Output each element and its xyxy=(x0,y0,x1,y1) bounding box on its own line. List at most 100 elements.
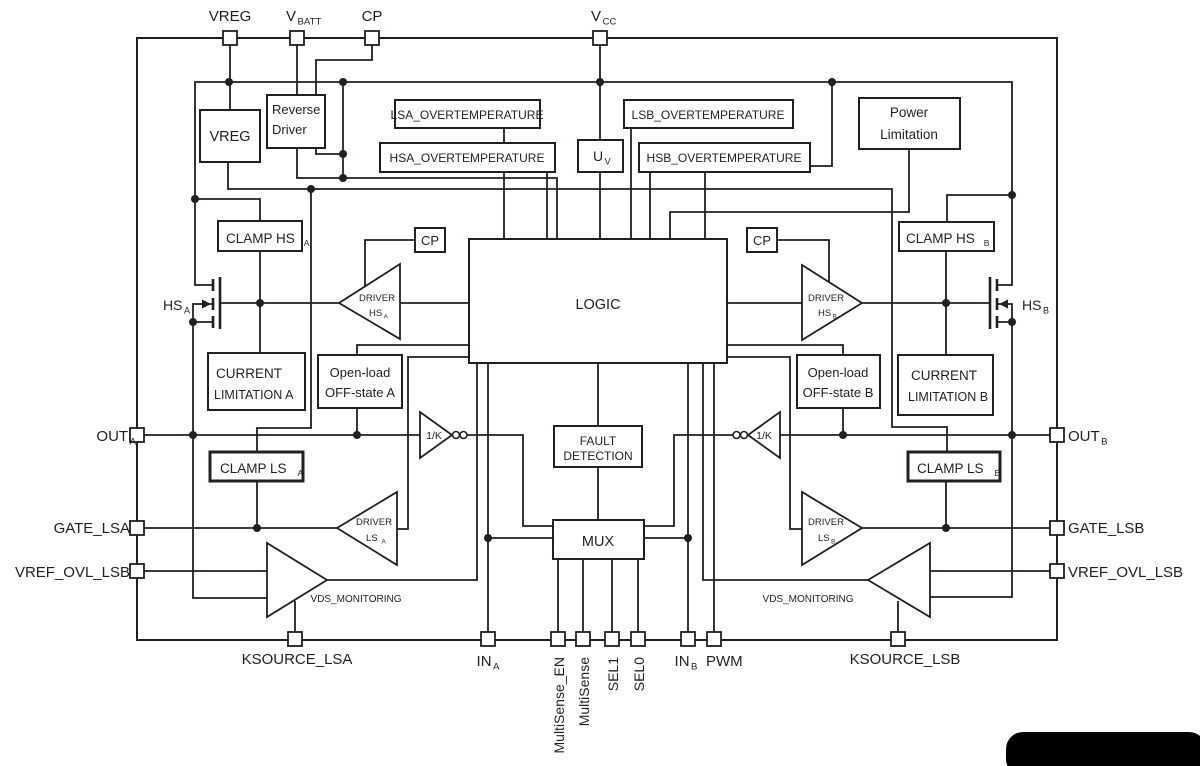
pin-sel1 xyxy=(604,631,620,647)
wire-1k-a-output xyxy=(467,434,553,527)
block-label-logic: LOGIC xyxy=(575,297,620,313)
junction-dot-9 xyxy=(256,299,264,307)
junction-dot-19 xyxy=(484,534,492,542)
wire-driver-ls-a-input xyxy=(397,356,469,530)
mux-block xyxy=(552,519,645,560)
wire-cp-pin xyxy=(315,45,373,155)
junction-dot-0 xyxy=(225,78,233,86)
block-label-open-load-a-1: Open-load xyxy=(330,365,391,380)
junction-dot-11 xyxy=(189,318,197,326)
junction-dot-7 xyxy=(1008,191,1016,199)
pin-multisense-en xyxy=(550,631,566,647)
pin-gate-lsb xyxy=(1049,520,1065,536)
pin-in-a xyxy=(480,631,496,647)
block-label-lsa-overtemperature: LSA_OVERTEMPERATURE xyxy=(391,108,544,122)
block-label-reverse-driver-1: Reverse xyxy=(272,102,320,117)
open-load-b-block xyxy=(796,354,881,409)
fault-detection-block xyxy=(553,425,643,468)
cp-a-block xyxy=(414,227,446,253)
wire-driver-ls-b-input xyxy=(727,356,802,530)
block-label-open-load-a-2: OFF-state A xyxy=(325,385,395,400)
current-limitation-b-block xyxy=(897,354,994,416)
junction-dot-3 xyxy=(828,78,836,86)
junction-dot-18 xyxy=(942,524,950,532)
1k-b-bubble-2 xyxy=(732,430,741,440)
clamp-ls-a-block xyxy=(208,450,305,483)
pin-ksource-lsb xyxy=(890,631,906,647)
pin-vref-ovl-lsb-left xyxy=(129,563,145,579)
block-label-power-limitation-1: Power xyxy=(890,105,929,120)
current-mirror-1k-a xyxy=(419,410,454,460)
junction-dot-17 xyxy=(253,524,261,532)
vds-monitoring-a-amp xyxy=(266,541,329,619)
current-limitation-a-block xyxy=(207,352,306,411)
pin-pwm xyxy=(706,631,722,647)
pin-label-ksource-lsa: KSOURCE_LSA xyxy=(242,651,353,668)
junction-dot-14 xyxy=(353,431,361,439)
1k-a-bubble-2 xyxy=(459,430,468,440)
block-label-lsb-overtemperature: LSB_OVERTEMPERATURE xyxy=(632,108,785,122)
block-label-hsb-overtemperature: HSB_OVERTEMPERATURE xyxy=(647,151,802,165)
amp-label-vds-monitoring-a: VDS_MONITORING xyxy=(311,594,402,605)
vreg-block xyxy=(199,109,261,163)
pin-vcc xyxy=(592,30,608,46)
driver-ls-b-amp xyxy=(801,490,864,567)
wire-power-limitation-bus xyxy=(669,149,910,239)
wire-vds-b-output xyxy=(702,363,868,581)
block-label-current-limitation-a-1: CURRENT xyxy=(216,366,282,381)
lsb-overtemperature-block xyxy=(623,99,794,129)
mosfet-hs-b-body-arrow xyxy=(999,299,1008,309)
wire-vbatt-rail xyxy=(194,81,1013,286)
block-label-open-load-b-2: OFF-state B xyxy=(803,385,874,400)
clamp-hs-b-block xyxy=(898,221,995,252)
block-label-current-limitation-b-2: LIMITATION B xyxy=(908,390,988,404)
1k-a-bubble-1 xyxy=(451,430,461,440)
junction-dot-5 xyxy=(339,174,347,182)
junction-dot-16 xyxy=(1008,431,1016,439)
driver-ls-a-amp xyxy=(335,490,398,567)
amp-label-driver-hs-b-1: DRIVER xyxy=(808,293,844,304)
block-label-mux: MUX xyxy=(582,534,615,550)
junction-dot-12 xyxy=(1008,318,1016,326)
block-label-vreg: VREG xyxy=(209,129,250,145)
pin-vbatt xyxy=(289,30,305,46)
junction-dot-1 xyxy=(339,78,347,86)
pin-label-sel1: SEL1 xyxy=(605,657,621,691)
wire-source-sense-a xyxy=(192,321,267,599)
hsb-overtemperature-block xyxy=(638,142,811,173)
junction-dot-15 xyxy=(839,431,847,439)
amp-label-driver-ls-a-1: DRIVER xyxy=(356,517,392,528)
logic-block xyxy=(468,238,728,364)
reverse-driver-block xyxy=(266,94,326,149)
pin-label-vref-ovl-lsb-right: VREF_OVL_LSB xyxy=(1068,564,1183,581)
open-load-a-block xyxy=(317,354,403,409)
wire-open-load-b-top xyxy=(727,344,844,355)
current-mirror-1k-b xyxy=(746,410,781,460)
wire-open-load-a-top xyxy=(356,344,469,355)
pin-label-multisense-en: MultiSense_EN xyxy=(551,657,567,754)
pin-vref-ovl-lsb-right xyxy=(1049,563,1065,579)
amp-label-1k-a: 1/K xyxy=(426,430,442,442)
wire-cp-a xyxy=(364,239,415,286)
lsa-overtemperature-block xyxy=(394,99,541,129)
junction-dot-20 xyxy=(684,534,692,542)
pin-out-a xyxy=(129,427,145,443)
block-label-open-load-b-1: Open-load xyxy=(808,365,869,380)
wire-reverse-driver-bus xyxy=(296,148,558,239)
junction-dot-10 xyxy=(942,299,950,307)
pin-sel0 xyxy=(630,631,646,647)
block-label-cp-a: CP xyxy=(421,233,439,248)
block-label-hsa-overtemperature: HSA_OVERTEMPERATURE xyxy=(390,151,545,165)
undervoltage-block xyxy=(577,139,624,173)
